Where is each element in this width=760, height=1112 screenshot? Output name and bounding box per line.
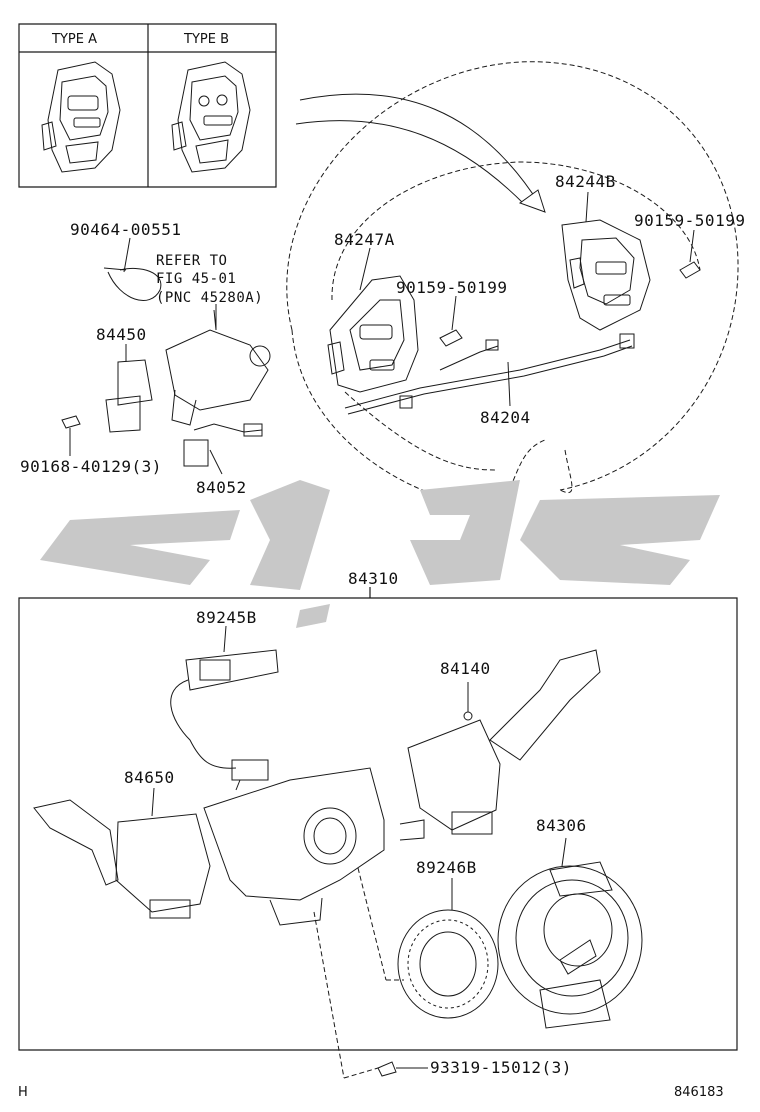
- ring-89246b-icon: [398, 910, 498, 1018]
- switch-84247a-icon: [328, 276, 418, 392]
- label-84204[interactable]: 84204: [480, 408, 531, 427]
- lever-84140-icon: [408, 650, 600, 834]
- steering-wheel-outline: [287, 62, 738, 510]
- switch-84244b-icon: [562, 220, 650, 330]
- column-assembly-icon: [106, 310, 270, 432]
- combination-switch-frame: [19, 587, 737, 1050]
- type-a-switch-icon: [42, 62, 120, 172]
- label-90168-40129[interactable]: 90168-40129(3): [20, 457, 162, 476]
- label-90159-50199-mid[interactable]: 90159-50199: [396, 278, 508, 297]
- harness-84204-icon: [345, 334, 634, 414]
- type-b-header: TYPE B: [184, 32, 229, 47]
- cable-tie-icon: [104, 268, 161, 300]
- label-90464-00551[interactable]: 90464-00551: [70, 220, 182, 239]
- label-84450[interactable]: 84450: [96, 325, 147, 344]
- label-90159-50199-right[interactable]: 90159-50199: [634, 211, 746, 230]
- assembly-guides: [314, 868, 404, 1078]
- footer-left: H: [18, 1085, 28, 1100]
- footer-right: 846183: [674, 1085, 724, 1100]
- label-84247a[interactable]: 84247A: [334, 230, 395, 249]
- switch-body-icon: [204, 768, 424, 925]
- refer-line-3[interactable]: (PNC 45280A): [156, 290, 264, 306]
- leader-lines: [70, 192, 694, 1068]
- label-84052[interactable]: 84052: [196, 478, 247, 497]
- spiral-cable-84306-icon: [498, 862, 642, 1028]
- lever-84650-icon: [34, 800, 210, 918]
- label-84244b[interactable]: 84244B: [555, 172, 616, 191]
- sensor-89245b-icon: [171, 650, 278, 790]
- label-84140[interactable]: 84140: [440, 659, 491, 678]
- refer-line-2: FIG 45-01: [156, 271, 237, 287]
- watermark-logo: [40, 480, 720, 628]
- label-84650[interactable]: 84650: [124, 768, 175, 787]
- label-89245b[interactable]: 89245B: [196, 608, 257, 627]
- type-a-header: TYPE A: [52, 32, 97, 47]
- callout-arrow: [296, 94, 545, 212]
- connector-84052-icon: [184, 424, 262, 466]
- label-89246b[interactable]: 89246B: [416, 858, 477, 877]
- type-b-switch-icon: [172, 62, 250, 172]
- label-93319-15012[interactable]: 93319-15012(3): [430, 1058, 572, 1077]
- refer-line-1: REFER TO: [156, 253, 228, 269]
- label-84310[interactable]: 84310: [348, 569, 399, 588]
- label-84306[interactable]: 84306: [536, 816, 587, 835]
- type-box: [19, 24, 276, 187]
- screw-icons: [62, 262, 700, 1076]
